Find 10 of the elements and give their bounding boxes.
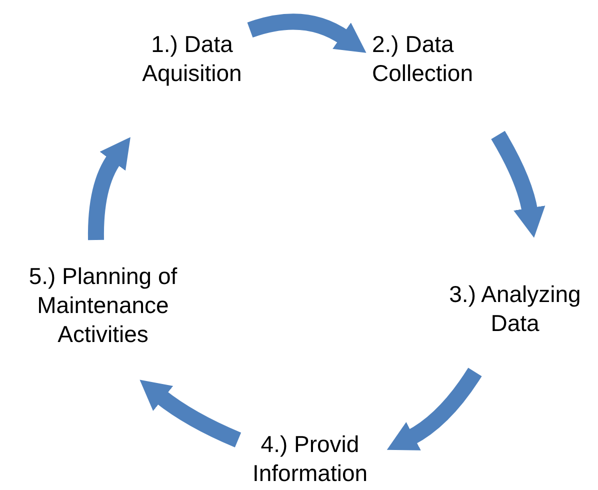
curved-arrow (139, 380, 242, 448)
step-label: 3.) Analyzing Data (430, 280, 598, 338)
step-label: 5.) Planning of Maintenance Activities (8, 262, 198, 349)
curved-arrow (387, 368, 482, 451)
step-label: 1.) Data Aquisition (112, 30, 272, 88)
step-label: 4.) Provid Information (225, 430, 395, 488)
curved-arrow (491, 130, 546, 238)
step-label: 2.) Data Collection (372, 30, 522, 88)
curved-arrow (248, 14, 367, 52)
curved-arrow (88, 136, 130, 240)
